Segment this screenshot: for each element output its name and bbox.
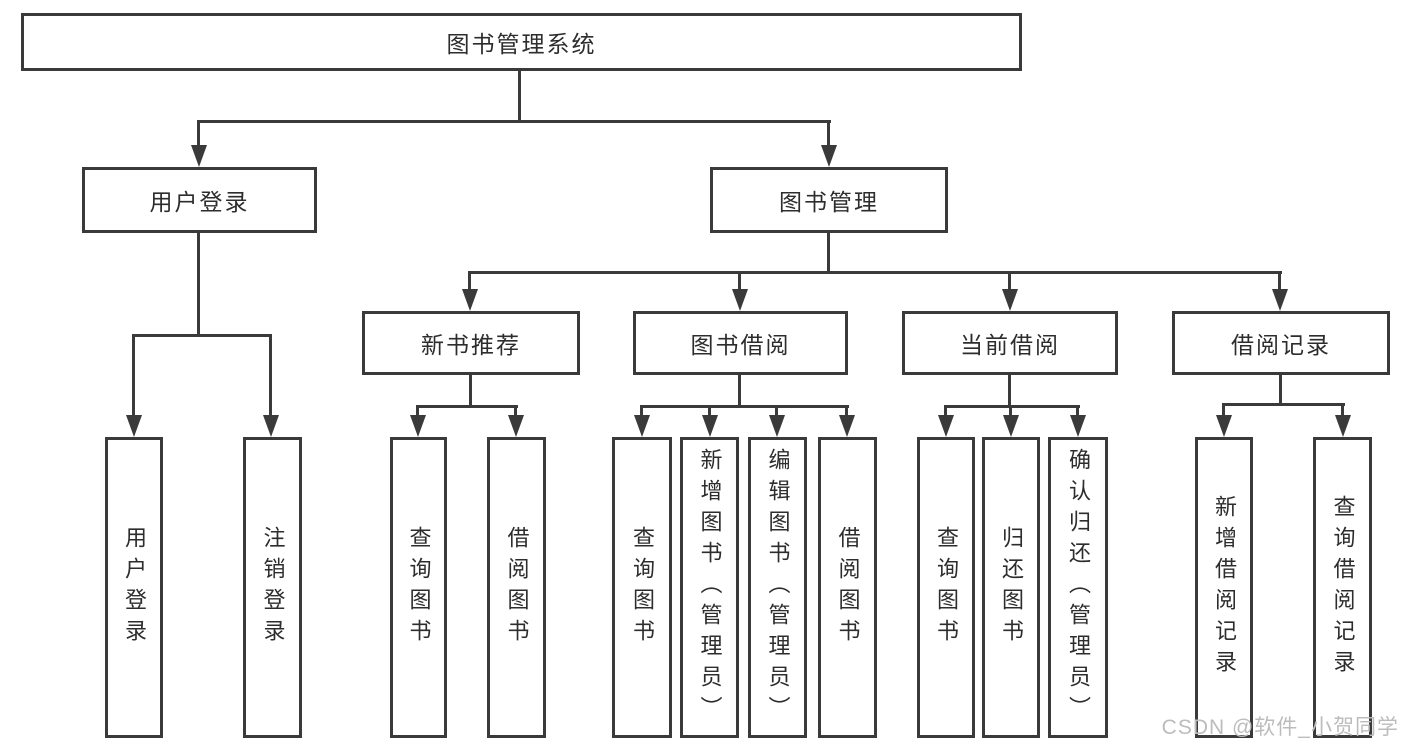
connector-arrow (263, 415, 279, 437)
connector-line (1008, 271, 1011, 291)
connector-arrow (769, 415, 785, 437)
leaf-query-books-borrow-label: 查询图书 (630, 525, 655, 650)
connector-line (1008, 375, 1011, 408)
node-borrow-records-label: 借阅记录 (1231, 332, 1331, 358)
connector-arrow (938, 415, 954, 437)
node-book-borrow: 图书借阅 (633, 311, 848, 375)
connector-line (738, 375, 741, 408)
connector-line (1076, 405, 1079, 417)
connector-line (708, 405, 711, 417)
connector-line (944, 405, 1080, 408)
node-root: 图书管理系统 (21, 13, 1022, 71)
leaf-edit-book-admin: 编辑图书（管理员） (748, 437, 807, 738)
connector-line (827, 232, 830, 274)
connector-line (269, 334, 272, 416)
connector-arrow (1002, 289, 1018, 311)
connector-line (1278, 271, 1281, 291)
connector-arrow (1070, 415, 1086, 437)
connector-line (1222, 403, 1345, 406)
node-book-borrow-label: 图书借阅 (690, 332, 791, 358)
leaf-query-books-current: 查询图书 (917, 437, 975, 738)
connector-line (738, 271, 741, 291)
connector-arrow (126, 415, 142, 437)
leaf-confirm-return-admin: 确认归还（管理员） (1048, 437, 1108, 738)
leaf-borrow-books-label: 借阅图书 (835, 525, 861, 650)
leaf-query-borrow-record: 查询借阅记录 (1313, 437, 1372, 738)
node-new-book-recommend: 新书推荐 (362, 311, 580, 375)
connector-line (416, 405, 518, 408)
connector-line (468, 271, 1282, 274)
leaf-borrow-books: 借阅图书 (818, 437, 877, 738)
leaf-add-book-admin: 新增图书（管理员） (680, 437, 739, 738)
connector-line (132, 334, 135, 416)
connector-arrow (191, 145, 207, 167)
leaf-user-login: 用户登录 (105, 437, 163, 738)
connector-arrow (462, 289, 478, 311)
connector-line (944, 405, 947, 417)
connector-arrow (508, 415, 524, 437)
node-book-management-label: 图书管理 (779, 189, 879, 215)
connector-line (132, 334, 272, 337)
leaf-add-book-admin-label: 新增图书（管理员） (697, 448, 723, 727)
connector-arrow (821, 145, 837, 167)
connector-arrow (410, 415, 426, 437)
leaf-query-books-recommend-label: 查询图书 (406, 525, 432, 650)
connector-line (468, 271, 471, 291)
node-new-book-recommend-label: 新书推荐 (421, 332, 521, 358)
leaf-add-borrow-record: 新增借阅记录 (1195, 437, 1253, 738)
connector-line (1009, 405, 1012, 417)
connector-arrow (1003, 415, 1019, 437)
connector-arrow (1335, 415, 1351, 437)
leaf-return-book-label: 归还图书 (999, 525, 1024, 650)
connector-line (640, 405, 643, 417)
node-book-management: 图书管理 (710, 167, 948, 233)
connector-arrow (702, 415, 718, 437)
leaf-logout-label: 注销登录 (260, 525, 286, 650)
connector-line (197, 232, 200, 336)
connector-line (845, 405, 848, 417)
connector-line (1341, 403, 1344, 417)
connector-line (514, 405, 517, 417)
connector-line (1222, 403, 1225, 417)
node-borrow-records: 借阅记录 (1172, 311, 1390, 375)
connector-line (416, 405, 419, 417)
connector-arrow (1216, 415, 1232, 437)
leaf-query-borrow-record-label: 查询借阅记录 (1330, 494, 1356, 681)
connector-line (518, 70, 521, 123)
leaf-edit-book-admin-label: 编辑图书（管理员） (765, 448, 791, 727)
node-current-borrow: 当前借阅 (902, 311, 1118, 375)
connector-arrow (839, 415, 855, 437)
connector-line (197, 120, 200, 146)
connector-line (640, 405, 849, 408)
node-user-login: 用户登录 (82, 167, 317, 233)
node-current-borrow-label: 当前借阅 (960, 332, 1060, 358)
node-user-login-label: 用户登录 (149, 189, 250, 215)
leaf-user-login-label: 用户登录 (122, 525, 147, 650)
connector-arrow (1272, 289, 1288, 311)
leaf-add-borrow-record-label: 新增借阅记录 (1212, 494, 1237, 681)
connector-line (469, 375, 472, 408)
leaf-borrow-books-recommend-label: 借阅图书 (504, 525, 530, 650)
connector-line (827, 120, 830, 146)
connector-line (1279, 375, 1282, 406)
leaf-query-books-recommend: 查询图书 (390, 437, 447, 738)
leaf-logout: 注销登录 (243, 437, 302, 738)
connector-line (775, 405, 778, 417)
watermark-text: CSDN @软件_小贺同学 (1161, 716, 1399, 739)
leaf-return-book: 归还图书 (982, 437, 1040, 738)
connector-arrow (634, 415, 650, 437)
leaf-query-books-current-label: 查询图书 (934, 525, 959, 650)
leaf-query-books-borrow: 查询图书 (612, 437, 672, 738)
leaf-confirm-return-admin-label: 确认归还（管理员） (1066, 448, 1091, 727)
leaf-borrow-books-recommend: 借阅图书 (487, 437, 546, 738)
connector-arrow (732, 289, 748, 311)
node-root-label: 图书管理系统 (446, 31, 597, 57)
connector-line (197, 120, 831, 123)
